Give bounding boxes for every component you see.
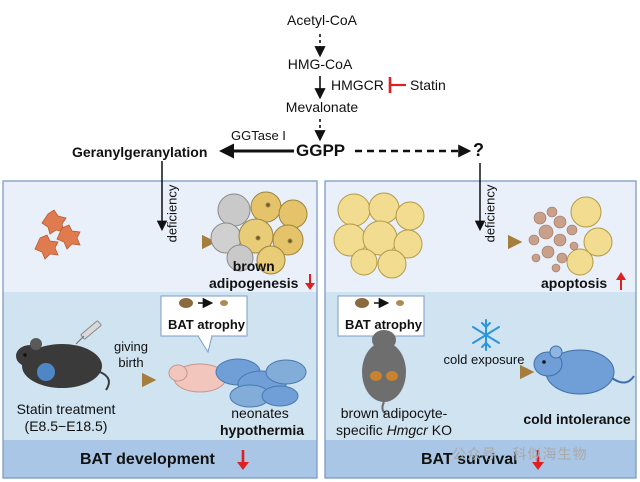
- pregnant-mouse-icon: [16, 338, 110, 391]
- cold-mouse-icon: [533, 345, 635, 395]
- unknown-target-label: ?: [473, 140, 484, 160]
- neonates-icon: [168, 358, 307, 408]
- adipocyte-cluster-icon: [333, 192, 425, 279]
- deficiency-label-right: deficiency: [482, 184, 498, 243]
- acetyl-coa-label: Acetyl-CoA: [286, 12, 358, 28]
- down-arrow-bat-development-icon: [237, 450, 249, 470]
- brown-adipogenesis-label: brown adipogenesis: [209, 258, 299, 291]
- statin-label: Statin: [410, 77, 446, 93]
- cold-exposure-label: cold exposure: [443, 352, 525, 367]
- bat-atrophy-callout-right: [337, 295, 425, 354]
- ggtase-label: GGTase I: [231, 128, 286, 143]
- preadipocytes-icon: [34, 209, 81, 260]
- bat-atrophy-label-right: BAT atrophy: [345, 317, 423, 332]
- down-arrow-adipogenesis-icon: [305, 274, 315, 290]
- ko-line2-label: specific Hmgcr KO: [336, 422, 452, 438]
- ggpp-label: GGPP: [296, 141, 346, 160]
- giving-birth-label: giving birth: [114, 339, 148, 370]
- apoptotic-cells-icon: [528, 196, 613, 276]
- snowflake-icon: [472, 319, 500, 351]
- bat-atrophy-callout-left: [160, 295, 248, 354]
- ko-mouse-icon: [362, 330, 406, 415]
- statin-treatment-label: Statin treatment (E8.5−E18.5): [16, 401, 116, 434]
- geranylgeranylation-label: Geranylgeranylation: [72, 144, 208, 160]
- hypothermia-label: hypothermia: [219, 422, 305, 438]
- cold-intolerance-label: cold intolerance: [523, 411, 631, 427]
- hmgcr-label: HMGCR: [331, 77, 384, 93]
- statin-inhibition-icon: [388, 77, 406, 93]
- hmgcr-gene-label: Hmgcr: [386, 422, 428, 438]
- bat-atrophy-label-left: BAT atrophy: [168, 317, 246, 332]
- down-arrow-bat-survival-icon: [532, 450, 544, 470]
- bat-development-footer: BAT development: [80, 451, 215, 468]
- syringe-icon: [75, 320, 102, 345]
- bat-survival-footer: BAT survival: [421, 451, 518, 468]
- apoptosis-label: apoptosis: [541, 275, 608, 291]
- ko-line1-label: brown adipocyte-: [340, 405, 448, 421]
- neonates-label: neonates: [231, 405, 289, 421]
- mevalonate-label: Mevalonate: [285, 99, 359, 115]
- brown-adipocyte-cluster-icon: [210, 191, 308, 275]
- deficiency-label-left: deficiency: [164, 184, 180, 243]
- up-arrow-apoptosis-icon: [616, 272, 626, 290]
- hmg-coa-label: HMG-CoA: [287, 56, 353, 72]
- watermark: 公众号 · 科似海生物: [452, 446, 588, 462]
